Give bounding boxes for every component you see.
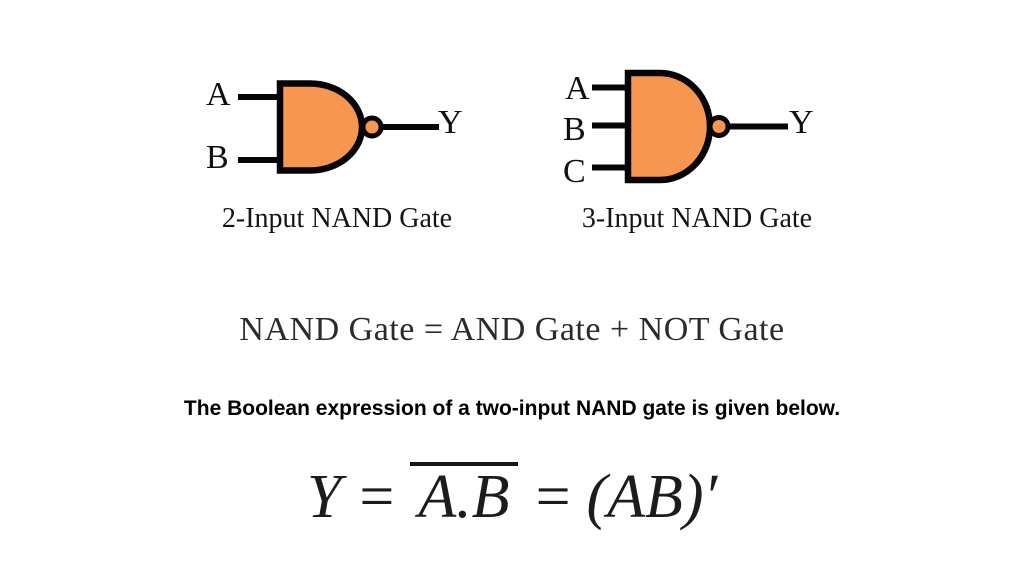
- nand3-caption: 3-Input NAND Gate: [581, 203, 813, 234]
- nand2-gate-drawing: [238, 80, 439, 174]
- gate-equation: NAND Gate = AND Gate + NOT Gate: [239, 311, 785, 348]
- nand2-body: [276, 80, 366, 174]
- boolean-formula: Y = A.B = (AB)′: [0, 462, 1024, 528]
- nand3-output-label: Y: [789, 104, 814, 141]
- nand2-caption: 2-Input NAND Gate: [221, 203, 453, 234]
- nand3-input-c-label: C: [563, 153, 586, 190]
- nand2-not-bubble: [360, 115, 384, 139]
- formula-overlined-term: A.B: [410, 462, 518, 528]
- formula-equals-2: =: [535, 463, 571, 531]
- nand2-input-a-label: A: [206, 76, 231, 113]
- formula-prime-term: (AB)′: [586, 463, 718, 531]
- nand2-output-label: Y: [438, 104, 463, 141]
- nand3-input-a-label: A: [565, 70, 590, 107]
- boolean-expression-note: The Boolean expression of a two-input NA…: [183, 397, 841, 420]
- nand3-input-b-label: B: [563, 111, 586, 148]
- formula-output-var: Y: [306, 463, 342, 531]
- nand2-input-b-label: B: [206, 139, 229, 176]
- formula-equals-1: =: [359, 463, 394, 531]
- nand3-not-bubble: [707, 115, 731, 138]
- nand3-body: [624, 69, 714, 184]
- nand2-figure: A B Y: [200, 60, 480, 205]
- nand3-figure: A B C Y: [555, 55, 845, 205]
- nand3-gate-drawing: [592, 69, 788, 184]
